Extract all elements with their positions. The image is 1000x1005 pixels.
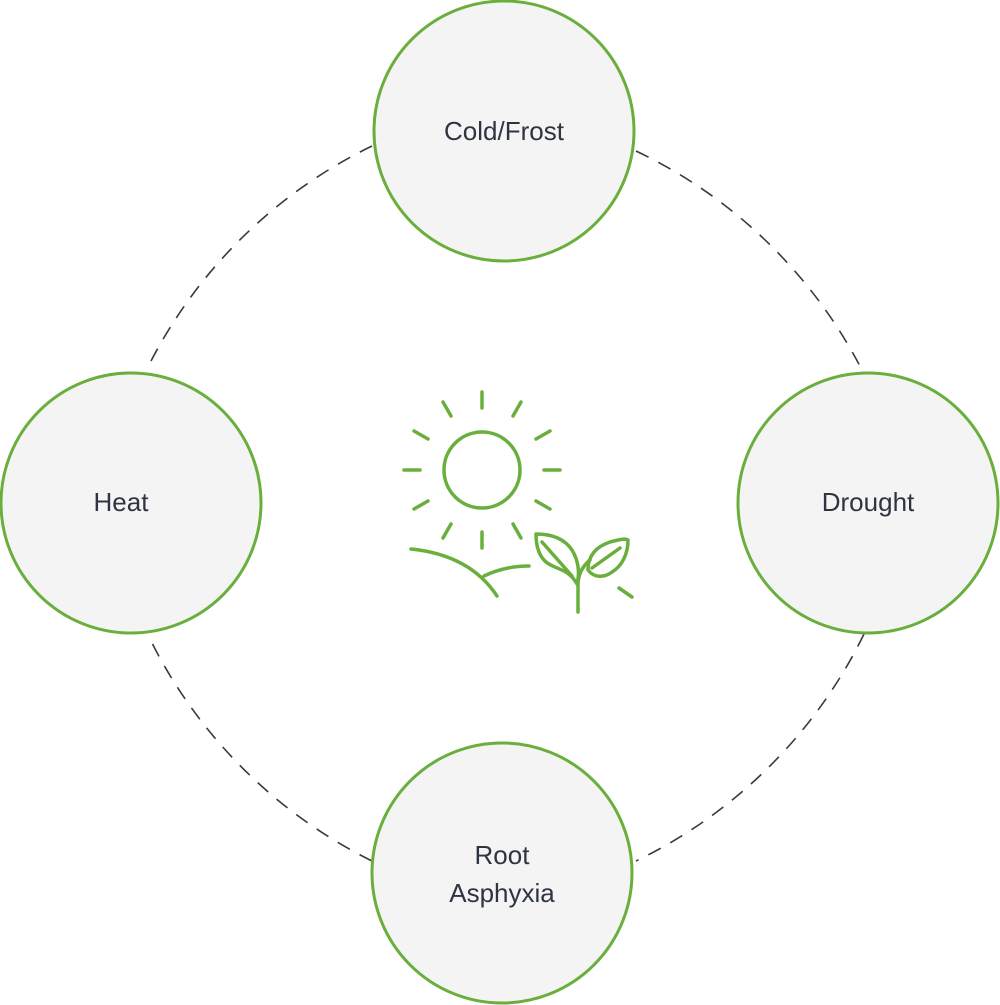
sun-and-sprout-icon	[402, 390, 634, 614]
node-circle	[372, 0, 636, 263]
sprout-leaf-right-vein	[590, 546, 622, 570]
node-label: Cold/Frost	[444, 116, 565, 146]
hill-icon	[409, 547, 499, 598]
node-label-line-1: Root	[475, 840, 531, 870]
sprout-leaf-right	[586, 537, 630, 578]
connector-arc-bottom-left	[150, 640, 373, 862]
node-circle	[0, 371, 263, 635]
node-left: Heat	[0, 371, 263, 635]
node-circle	[736, 371, 1000, 635]
ground-dash	[617, 586, 634, 599]
hill-ridge	[482, 564, 531, 578]
node-right: Drought	[736, 371, 1000, 635]
node-bottom: Root Asphyxia	[370, 741, 634, 1005]
node-label: Drought	[822, 487, 915, 517]
node-label-line-2: Asphyxia	[449, 878, 555, 908]
connector-arcs	[150, 145, 865, 862]
connector-arc-top-right	[635, 150, 865, 375]
node-top: Cold/Frost	[372, 0, 636, 263]
sun-rays	[402, 390, 562, 550]
sprout-leaf-left	[534, 532, 581, 586]
sprout-leaf-left-vein	[540, 540, 574, 578]
connector-arc-right-bottom	[635, 633, 865, 862]
node-label: Heat	[94, 487, 150, 517]
sun-icon	[442, 430, 522, 510]
connector-arc-left-top	[150, 145, 373, 362]
node-circle	[370, 741, 634, 1005]
